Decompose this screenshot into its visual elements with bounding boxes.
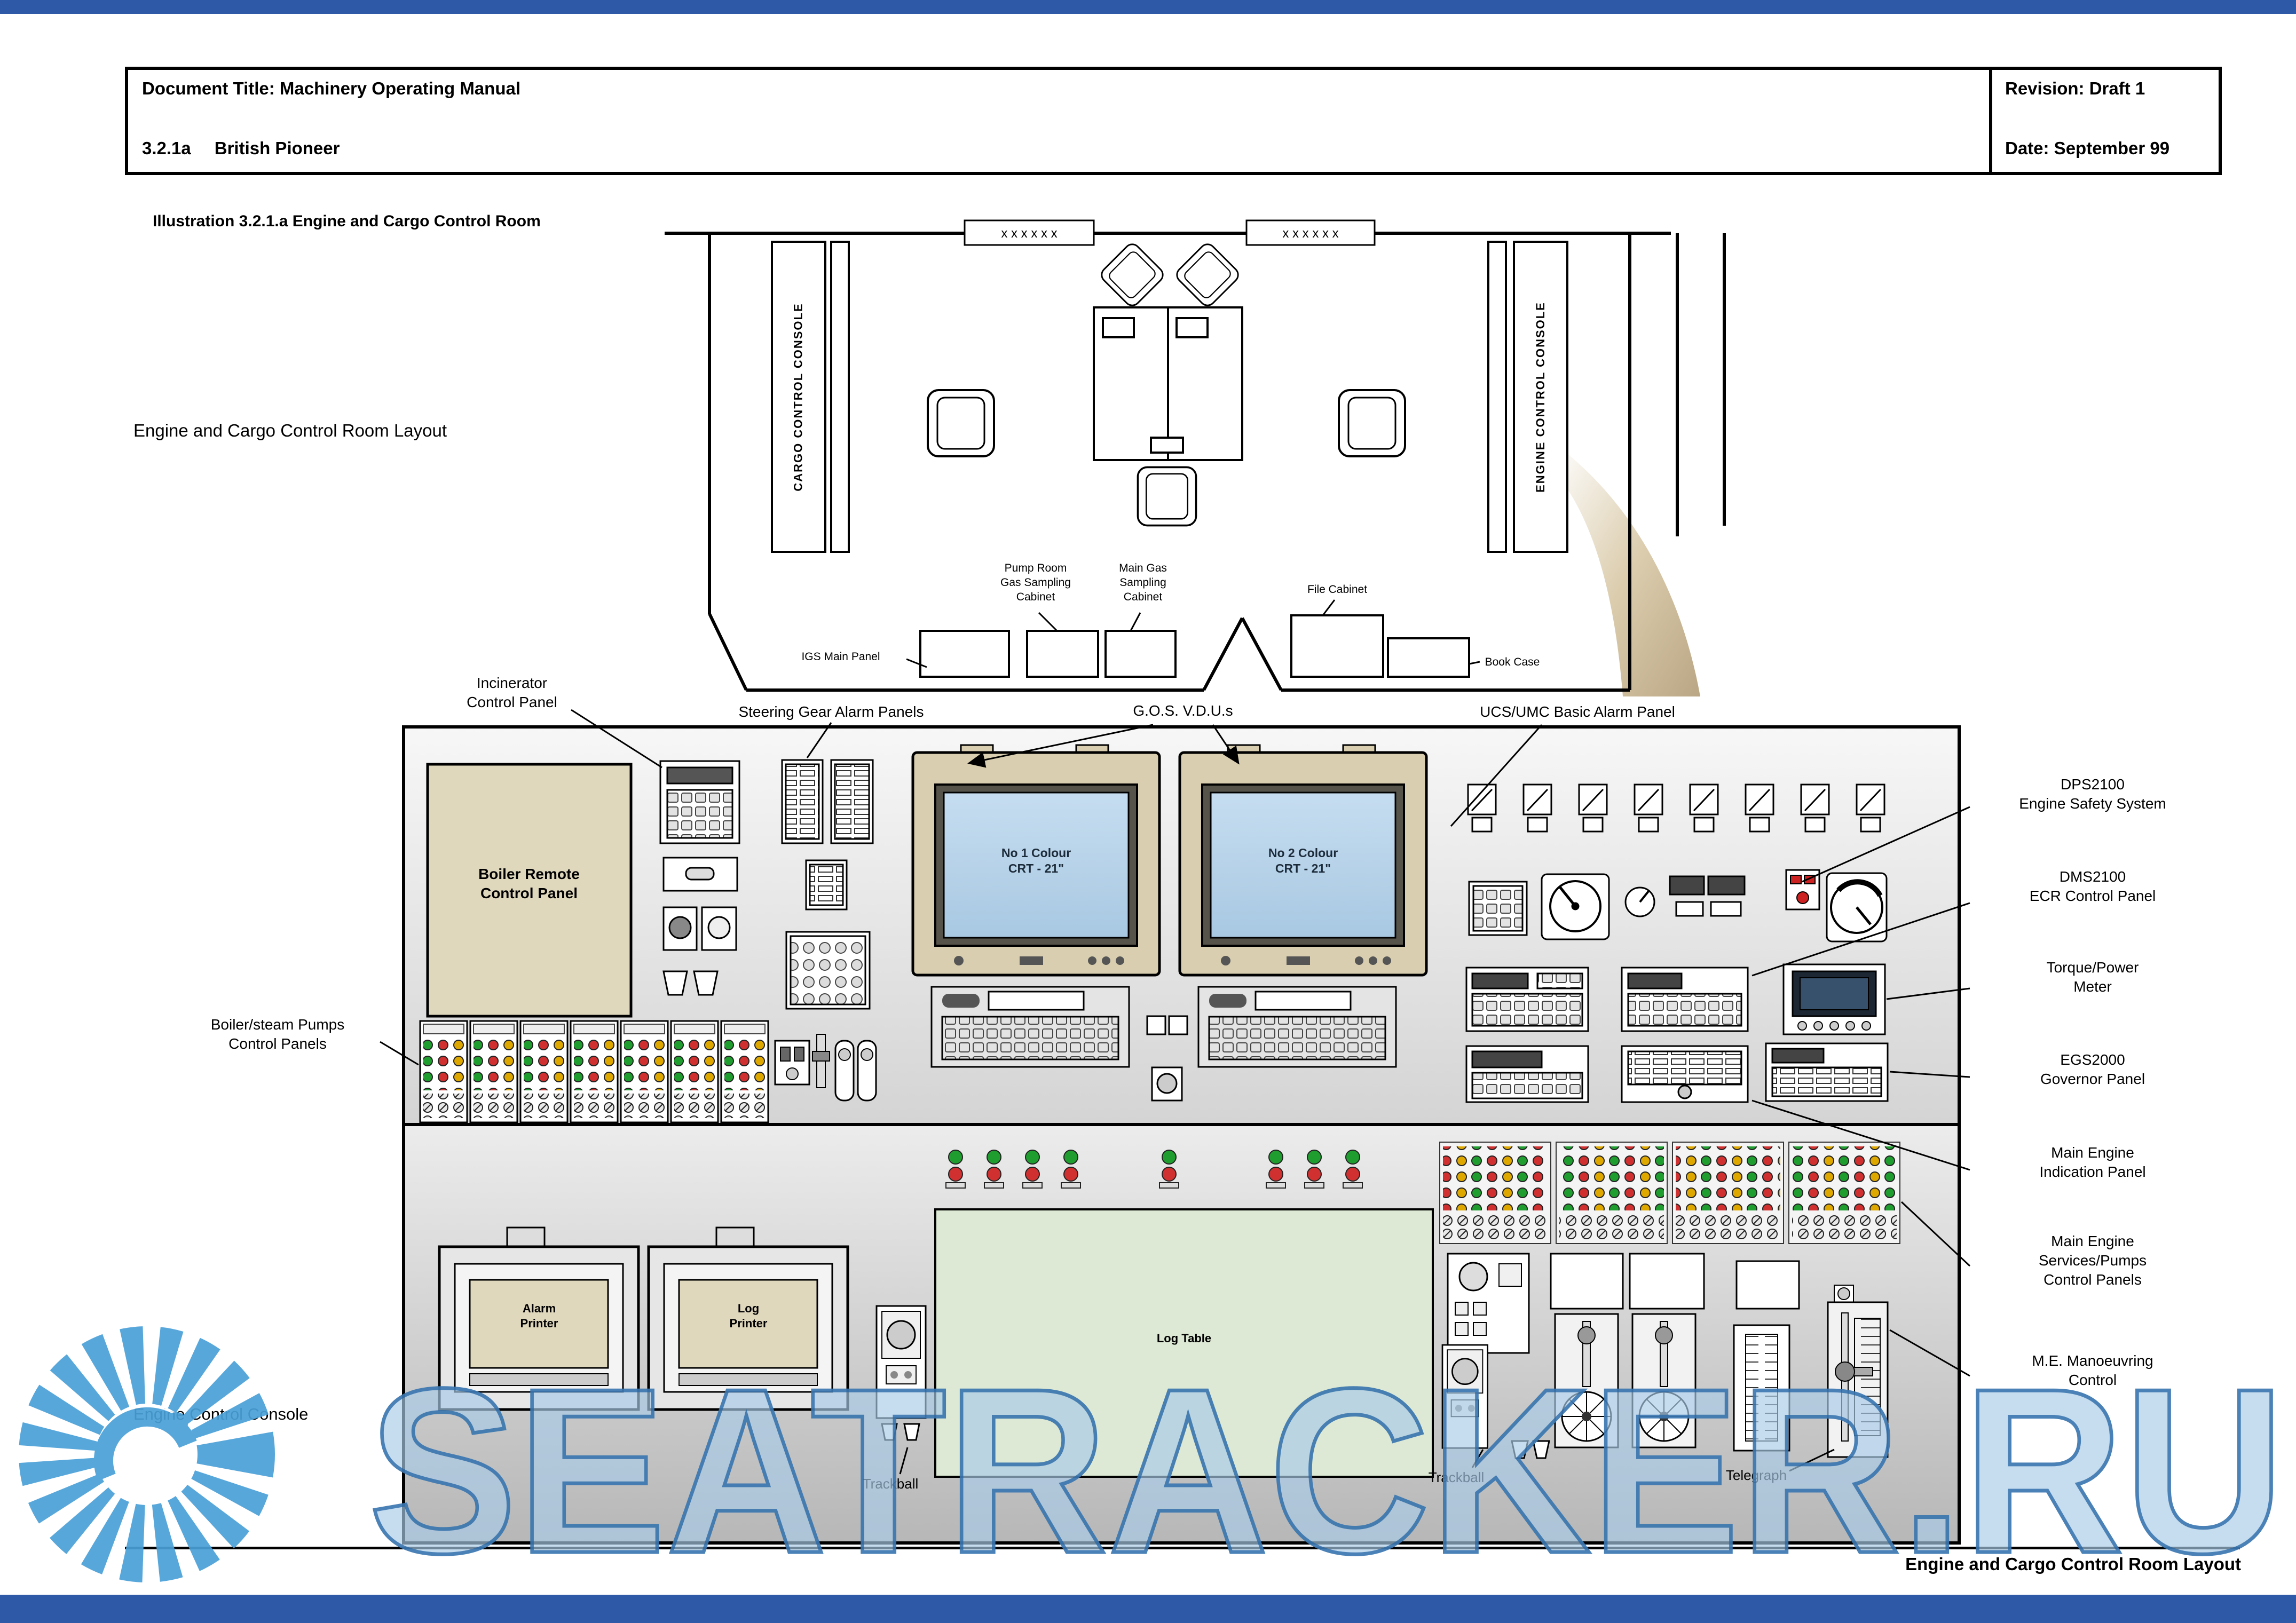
keyboard-shelf-right [1197, 986, 1397, 1068]
section-number: 3.2.1a [142, 138, 191, 158]
window-marks-right: x x x x x x [1282, 226, 1338, 241]
chair [1173, 240, 1242, 310]
console-dial-cluster [1447, 1253, 1530, 1354]
log-table [934, 1208, 1434, 1478]
steering-gear-label: Steering Gear Alarm Panels [738, 703, 924, 720]
boiler-pump-lamp-panels [419, 1020, 769, 1123]
date: Date: September 99 [2005, 138, 2170, 158]
me-services-label: Main Engine Services/Pumps Control Panel… [2038, 1233, 2147, 1288]
crt2-screen [1210, 791, 1396, 939]
dms2100-label: DMS2100 ECR Control Panel [2029, 868, 2156, 904]
book-case-label: Book Case [1485, 656, 1540, 668]
chair [1338, 389, 1406, 457]
log-table-label: Log Table [1156, 1332, 1212, 1345]
cargo-console-label: CARGO CONTROL CONSOLE [792, 302, 806, 492]
gos-vdus-label: G.O.S. V.D.U.s [1133, 702, 1233, 719]
egs2000-label: EGS2000 Governor Panel [2040, 1051, 2145, 1087]
window-marks-left: x x x x x x [1001, 226, 1057, 241]
crt1-monitor [911, 744, 1161, 977]
incinerator-panel [659, 760, 740, 996]
room-cabinets [919, 614, 1470, 678]
header-box: Document Title: Machinery Operating Manu… [125, 67, 2222, 175]
incinerator-label: Incinerator Control Panel [467, 675, 557, 710]
me-indication-panel [1621, 1045, 1749, 1103]
main-gas-cabinet-label: Main Gas Sampling Cabinet [1119, 562, 1167, 603]
me-indication-label: Main Engine Indication Panel [2039, 1144, 2146, 1180]
alarm-printer-label: Alarm Printer [520, 1302, 558, 1331]
crt2-screen-label: No 2 Colour CRT - 21" [1268, 846, 1338, 876]
manoeuvring-lever-1 [1554, 1313, 1619, 1448]
footer-title: Engine and Cargo Control Room Layout [1905, 1554, 2241, 1574]
desk-cluster [1093, 306, 1243, 461]
annotation-leader-lines [380, 709, 1971, 1475]
boiler-steam-pumps-label: Boiler/steam Pumps Control Panels [210, 1016, 345, 1052]
console-plan-shapes [771, 241, 1568, 553]
dps2100-panel [1465, 967, 1589, 1032]
trackball-left-unit [875, 1305, 927, 1419]
torque-power-meter-panel [1782, 963, 1886, 1035]
chair [1137, 466, 1197, 527]
top-bar [0, 0, 2296, 14]
illustration-caption: Illustration 3.2.1.a Engine and Cargo Co… [153, 212, 541, 230]
side-title: Engine and Cargo Control Room Layout [133, 421, 447, 440]
ucs-umc-label: UCS/UMC Basic Alarm Panel [1480, 703, 1675, 720]
bottom-bar [0, 1595, 2296, 1623]
file-cabinet-label: File Cabinet [1307, 583, 1368, 596]
center-console-unit [1146, 1015, 1188, 1102]
room-walls [665, 232, 1726, 692]
crt1-screen [943, 791, 1130, 939]
chair [927, 389, 995, 457]
ship-name: British Pioneer [214, 138, 340, 158]
dms2100-panel [1621, 967, 1749, 1032]
dps2100-label: DPS2100 Engine Safety System [2019, 776, 2166, 812]
me-services-lamp-blocks [1439, 1142, 1900, 1244]
trackball-right-unit [1441, 1344, 1489, 1449]
torque-power-label: Torque/Power Meter [2046, 959, 2139, 995]
crt1-screen-label: No 1 Colour CRT - 21" [1001, 846, 1071, 876]
boiler-remote-panel [426, 763, 633, 1018]
keyboard-shelf-left [930, 986, 1130, 1068]
ucs-instruments [1468, 869, 1888, 943]
small-funnels [1511, 1440, 1550, 1459]
cabinet-leader-lines [906, 599, 1480, 668]
doc-title: Document Title: Machinery Operating Manu… [142, 78, 521, 98]
page-curl-decoration [1551, 451, 1700, 696]
footer-rule [125, 1547, 2240, 1549]
trackball-right-label: Trackball [1428, 1469, 1485, 1485]
telegraph-unit [1827, 1285, 1889, 1458]
room-windows [964, 219, 1376, 246]
pump-room-cabinet-label: Pump Room Gas Sampling Cabinet [1000, 562, 1071, 603]
steering-gear-alarm-panels [781, 759, 874, 1010]
chair [1098, 240, 1167, 310]
blank-modules [1550, 1253, 1800, 1310]
trackball-left-feet [881, 1423, 920, 1441]
igs-main-panel-label: IGS Main Panel [801, 651, 880, 663]
governor-right-panel [1765, 1042, 1889, 1102]
engine-console-label: ENGINE CONTROL CONSOLE [1534, 301, 1548, 493]
me-manoeuvring-label: M.E. Manoeuvring Control [2032, 1352, 2153, 1388]
manoeuvring-lever-2 [1631, 1313, 1697, 1448]
trackball-left-label: Trackball [862, 1476, 919, 1492]
revision: Revision: Draft 1 [2005, 78, 2145, 98]
log-printer-label: Log Printer [729, 1302, 768, 1331]
aux-switch-units [774, 1034, 877, 1102]
vertical-gauge-panel [1733, 1324, 1790, 1452]
engine-control-console-label: Engine Control Console [133, 1405, 309, 1423]
egs2000-panel [1465, 1045, 1589, 1103]
header-divider [1989, 70, 1992, 172]
log-printer-unit [647, 1226, 849, 1411]
crt2-monitor [1178, 744, 1428, 977]
boiler-remote-label: Boiler Remote Control Panel [478, 866, 580, 901]
doc-section: 3.2.1a British Pioneer [142, 138, 340, 159]
alarm-printer-unit [438, 1226, 640, 1411]
telegraph-label: Telegraph [1725, 1467, 1787, 1483]
